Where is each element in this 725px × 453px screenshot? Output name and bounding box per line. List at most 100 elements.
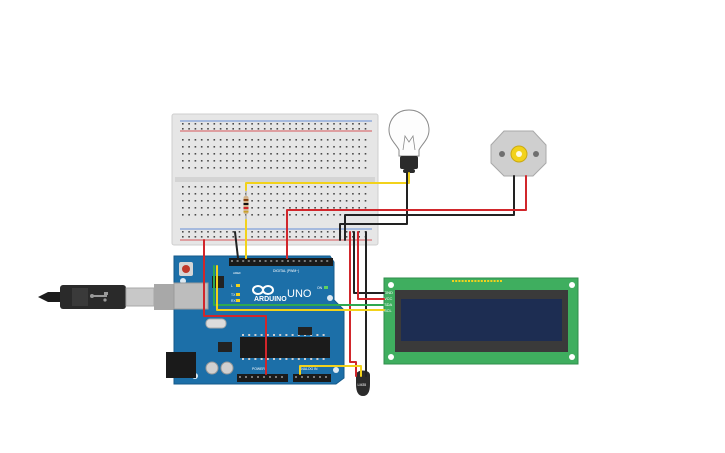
breadboard[interactable]: [171, 113, 379, 246]
hole: [320, 139, 323, 141]
hole: [289, 123, 291, 125]
hole: [295, 193, 297, 195]
hole: [251, 200, 253, 202]
lightbulb-icon[interactable]: [388, 109, 430, 173]
lcd-display[interactable]: GND VCC SDA SCL: [383, 277, 579, 365]
hole: [245, 123, 247, 125]
hole: [345, 207, 348, 209]
hole: [182, 139, 184, 141]
hole: [219, 200, 222, 202]
hole: [251, 186, 253, 188]
aref-label: AREF: [233, 271, 241, 275]
hole: [263, 146, 266, 148]
hole: [226, 128, 228, 130]
hole: [364, 167, 367, 169]
hole: [275, 376, 277, 378]
wire-yellow-bulb[interactable]: [245, 172, 410, 191]
hole: [188, 214, 190, 216]
hole: [232, 193, 234, 195]
hole: [345, 193, 348, 195]
hole: [345, 146, 348, 148]
hole: [358, 160, 360, 162]
hole: [257, 139, 260, 141]
hole: [232, 167, 234, 169]
hole: [226, 207, 228, 209]
hole: [213, 193, 216, 195]
hole: [291, 334, 294, 336]
hole: [194, 193, 197, 195]
hole: [273, 358, 275, 360]
wire-yellow-sensor[interactable]: [299, 365, 362, 377]
hole: [239, 376, 241, 378]
hole: [200, 167, 203, 169]
wire-lcd-gnd[interactable]: [353, 231, 385, 294]
hole: [339, 193, 342, 195]
hole: [238, 186, 241, 188]
arduino-uno-board[interactable]: ARDUINO UNO DIGITAL (PWM~) ANALOG IN POW…: [166, 255, 345, 385]
hole: [352, 128, 354, 130]
hole: [295, 139, 297, 141]
dc-motor-icon[interactable]: [490, 130, 547, 177]
hole: [238, 236, 241, 238]
hole: [339, 214, 342, 216]
hole: [316, 334, 319, 336]
hole: [270, 193, 272, 195]
hole: [298, 260, 301, 262]
hole: [364, 207, 367, 209]
resistor-icon[interactable]: [243, 190, 249, 220]
hole: [270, 146, 272, 148]
hole: [238, 207, 241, 209]
hole: [213, 128, 216, 130]
power-header[interactable]: [237, 374, 288, 382]
hole: [257, 236, 260, 238]
wire-red-5v[interactable]: [203, 239, 267, 375]
digital-header[interactable]: [229, 258, 333, 266]
hole: [207, 146, 209, 148]
hole: [326, 207, 329, 209]
hole: [289, 153, 291, 155]
hole: [188, 207, 190, 209]
hole: [188, 193, 190, 195]
temperature-sensor-icon[interactable]: LM35: [356, 370, 370, 397]
hole: [238, 167, 241, 169]
hole: [207, 200, 209, 202]
hole: [282, 231, 285, 233]
hole: [207, 123, 209, 125]
hole: [295, 376, 297, 378]
wire-lcd-vcc[interactable]: [357, 231, 385, 300]
hole: [270, 260, 273, 262]
wire-black-gnd[interactable]: [234, 231, 239, 259]
hole: [188, 153, 190, 155]
hole: [257, 200, 260, 202]
hole: [257, 231, 260, 233]
wire-red-sensor[interactable]: [349, 231, 357, 377]
hole: [314, 160, 316, 162]
hole: [352, 123, 354, 125]
hole: [289, 128, 291, 130]
hole: [471, 280, 474, 282]
hole: [308, 200, 310, 202]
analog-header[interactable]: [293, 374, 331, 382]
wire-black-bulb[interactable]: [339, 172, 408, 241]
hole: [468, 280, 470, 282]
hole: [251, 139, 253, 141]
hole: [320, 128, 323, 130]
hole: [238, 231, 241, 233]
hole: [319, 376, 321, 378]
wire-lcd-scl[interactable]: [216, 265, 385, 311]
hole: [207, 139, 209, 141]
hole: [264, 260, 267, 262]
hole: [295, 214, 297, 216]
hole: [308, 231, 310, 233]
hole: [200, 231, 203, 233]
hole: [182, 128, 184, 130]
hole: [282, 139, 285, 141]
hole: [352, 200, 354, 202]
hole: [251, 153, 253, 155]
hole: [257, 128, 260, 130]
wire-red-motor[interactable]: [286, 175, 527, 259]
hole: [182, 207, 184, 209]
atmega-chip: [240, 337, 330, 358]
wire-black-motor[interactable]: [344, 175, 515, 241]
wire-lcd-sda[interactable]: [213, 265, 385, 306]
